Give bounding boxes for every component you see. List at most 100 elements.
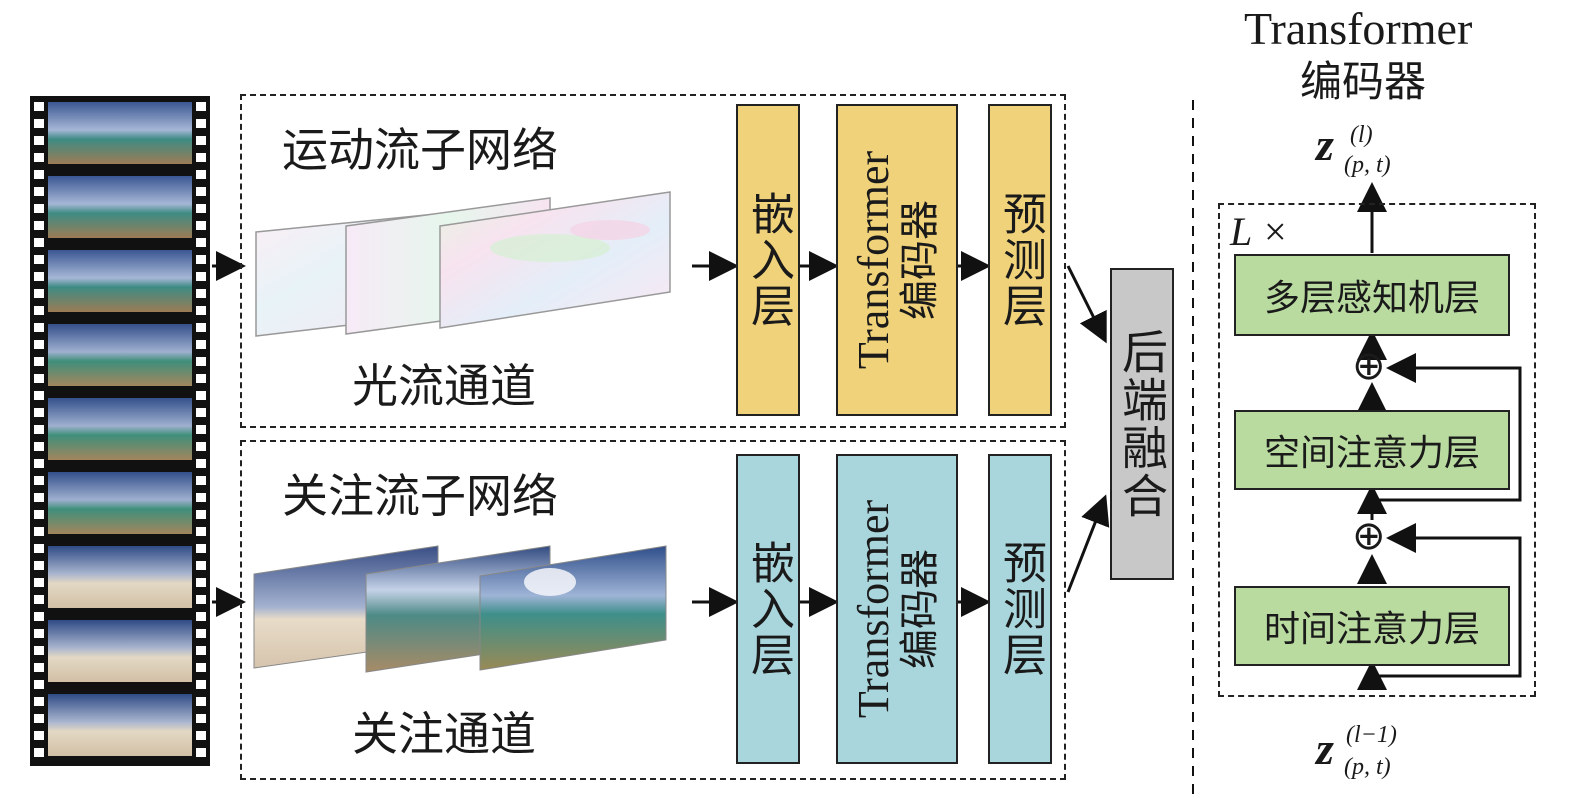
film-strip [30,96,210,766]
optical-flow-images [255,191,671,337]
sprocket-hole [34,391,44,400]
sprocket-hole [196,578,206,587]
motion-predict-layer: 预测层 [988,104,1052,416]
sprocket-hole [34,119,44,128]
sprocket-hole [196,221,206,230]
sprocket-hole [34,544,44,553]
film-frame [48,546,192,608]
sprocket-hole [196,476,206,485]
sprocket-hole [34,561,44,570]
sprocket-hole [34,510,44,519]
sprocket-hole [34,255,44,264]
sprocket-hole [34,663,44,672]
residual-add-icon-upper: ⊕ [1352,343,1386,389]
attention-embed-layer: 嵌入层 [736,454,800,764]
output-variable: z (l) (p, t) [1316,119,1391,178]
encoder-repeat-frame [1218,203,1536,697]
film-frame [48,472,192,534]
film-frame [48,694,192,756]
arrow-attention-to-fusion [1066,494,1110,593]
encoder-label-en: Transformer [849,499,899,719]
sprocket-hole [196,289,206,298]
sprocket-hole [34,476,44,485]
sprocket-hole [196,102,206,111]
motion-branch-title: 运动流子网络 [282,123,558,177]
repeat-label: L × [1230,209,1289,254]
sprocket-hole [196,391,206,400]
temporal-attention-layer: 时间注意力层 [1234,586,1510,666]
attention-channel-label: 关注通道 [352,707,536,761]
encoder-detail-title-cn: 编码器 [1300,57,1427,106]
sprocket-hole [196,357,206,366]
sprocket-hole [196,272,206,281]
sprocket-hole [196,119,206,128]
sprocket-hole [196,561,206,570]
input-variable: z (l−1) (p, t) [1316,722,1397,780]
sprocket-hole [34,425,44,434]
spatial-attention-layer: 空间注意力层 [1234,410,1510,490]
sprocket-hole [34,170,44,179]
sprocket-hole [196,425,206,434]
sprocket-hole [196,306,206,315]
attention-predict-layer: 预测层 [988,454,1052,764]
saliency-images [253,545,667,673]
sprocket-hole [196,442,206,451]
sprocket-hole [34,408,44,417]
sprocket-hole [196,646,206,655]
sprocket-hole [196,663,206,672]
residual-add-icon-lower: ⊕ [1352,513,1386,559]
late-fusion-block: 后端融合 [1110,268,1174,580]
sprocket-hole [34,187,44,196]
sprocket-hole [196,629,206,638]
arrow-motion-to-fusion [1066,265,1107,344]
sprocket-hole [34,697,44,706]
sprocket-hole [34,306,44,315]
sprocket-hole [196,595,206,604]
sprocket-hole [34,374,44,383]
sprocket-hole [196,340,206,349]
sprocket-hole [34,238,44,247]
sprocket-hole [34,680,44,689]
sprocket-hole [196,323,206,332]
sprocket-hole [34,493,44,502]
sprocket-hole [196,204,206,213]
sprocket-hole [196,374,206,383]
film-frame [48,620,192,682]
sprocket-hole [196,544,206,553]
sprocket-hole [196,238,206,247]
sprocket-hole [34,748,44,757]
sprocket-hole [34,323,44,332]
encoder-label-cn: 编码器 [897,200,944,321]
motion-transformer-encoder: Transformer 编码器 [836,104,958,416]
sprocket-hole [196,136,206,145]
sprocket-hole [34,340,44,349]
sprocket-hole [196,697,206,706]
attention-branch-title: 关注流子网络 [282,469,558,523]
film-frame [48,176,192,238]
motion-channel-label: 光流通道 [352,359,536,413]
sprocket-hole [196,612,206,621]
sprocket-hole [196,459,206,468]
encoder-label-en: Transformer [849,150,899,370]
sprocket-hole [196,493,206,502]
sprocket-hole [34,629,44,638]
sprocket-hole [34,136,44,145]
sprocket-hole [196,255,206,264]
encoder-detail-title-en: Transformer [1244,3,1473,54]
sprocket-hole [34,102,44,111]
sprocket-hole [196,680,206,689]
motion-embed-layer: 嵌入层 [736,104,800,416]
sprocket-hole [196,714,206,723]
film-frame [48,250,192,312]
sprocket-hole [196,731,206,740]
mlp-layer: 多层感知机层 [1234,254,1510,336]
sprocket-hole [34,527,44,536]
sprocket-hole [34,731,44,740]
sprocket-hole [34,153,44,162]
sprocket-hole [34,289,44,298]
sprocket-hole [196,748,206,757]
sprocket-hole [196,170,206,179]
sprocket-hole [196,510,206,519]
film-frame [48,324,192,386]
sprocket-hole [34,714,44,723]
